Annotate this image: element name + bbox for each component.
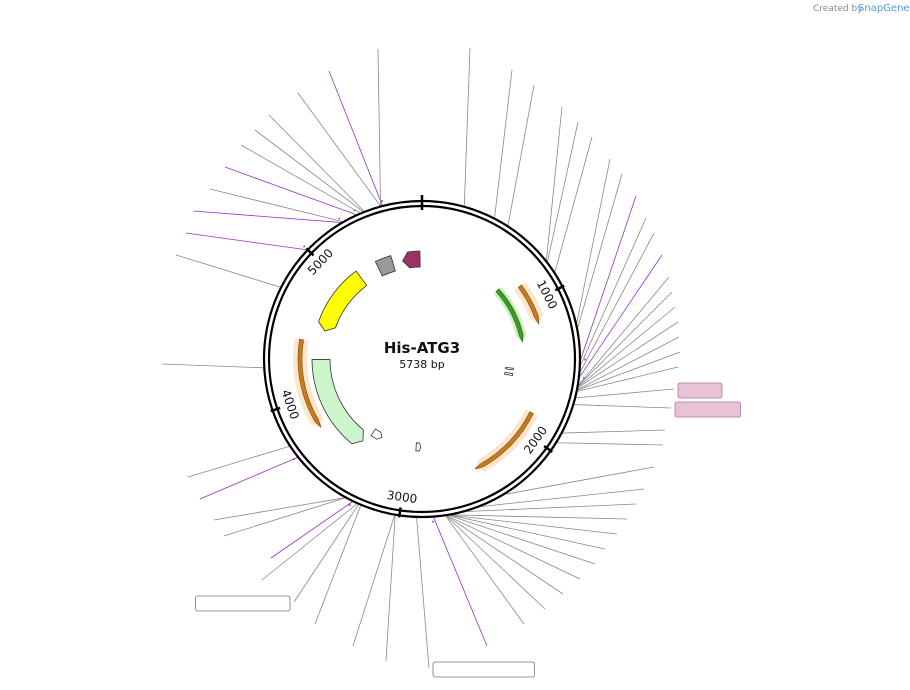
leader-line (416, 517, 430, 669)
leader-line (580, 232, 655, 372)
leader-line (554, 136, 593, 272)
site-6xhis[interactable] (677, 382, 723, 399)
leader-line (578, 291, 673, 386)
leader-line (505, 466, 655, 495)
leader-line (223, 497, 345, 537)
leader-line (580, 195, 637, 359)
leader-line (446, 515, 546, 610)
tick-mark (543, 445, 554, 453)
leader-line (580, 217, 647, 365)
feature-orange-orf-2[interactable] (474, 411, 534, 470)
leader-line (268, 114, 365, 212)
plasmid-name: His-ATG3 (384, 339, 460, 357)
leader-line (314, 505, 361, 625)
leader-line (209, 188, 343, 222)
primer-mark (292, 458, 295, 461)
leader-line (463, 47, 471, 206)
leader-line (445, 515, 525, 625)
leader-line (494, 69, 513, 218)
leader-line (579, 254, 663, 377)
feature-orange-orf-3[interactable] (297, 338, 322, 428)
feature-ori[interactable] (318, 270, 368, 332)
leader-line (328, 70, 383, 206)
site-tev-site[interactable] (674, 401, 741, 418)
leader-line (576, 158, 611, 323)
primer-mark (338, 217, 341, 220)
leader-line (377, 48, 381, 206)
credit-brand[interactable]: SnapGene (858, 3, 910, 14)
site-box (432, 661, 535, 678)
leader-line (574, 404, 672, 409)
leader-line (577, 173, 623, 328)
feature-rbs[interactable] (504, 371, 514, 377)
leader-line (161, 363, 264, 369)
leader-line (578, 306, 676, 387)
tick-mark (270, 406, 281, 413)
leader-line (449, 515, 596, 565)
feature-ampr[interactable] (311, 358, 364, 445)
leader-line (577, 336, 680, 390)
leader-line (446, 515, 564, 595)
leader-line (507, 84, 535, 226)
leader-line (557, 442, 664, 446)
leader-line (450, 514, 606, 550)
primer-mark (302, 245, 306, 248)
leader-line (192, 210, 341, 223)
leader-line (466, 503, 637, 512)
leader-line (547, 121, 579, 262)
feature-bom[interactable] (374, 255, 396, 277)
leader-line (453, 514, 628, 520)
site-t7-terminator[interactable] (432, 661, 535, 678)
leader-line (433, 517, 488, 647)
leader-line (576, 388, 675, 399)
leader-line (293, 504, 359, 603)
leader-line (240, 144, 361, 214)
leader-line (451, 514, 618, 535)
leader-line (578, 276, 670, 386)
leader-line (352, 515, 395, 647)
leader-line (261, 503, 358, 581)
feature-white-feature[interactable] (415, 442, 422, 452)
leader-line (297, 92, 381, 206)
feature-orange-orf-1[interactable] (517, 284, 540, 325)
site-tet-promoter[interactable] (195, 595, 291, 612)
leader-line (199, 457, 298, 500)
leader-line (577, 351, 681, 391)
tick-mark (305, 247, 315, 257)
feature-ampr-promoter[interactable] (370, 428, 383, 440)
leader-line (270, 501, 353, 559)
leader-line (385, 515, 396, 662)
site-box (677, 382, 723, 399)
leader-lines (161, 47, 681, 669)
leader-line (577, 366, 679, 392)
tick-label: 3000 (386, 488, 418, 506)
feature-rop[interactable] (402, 250, 421, 269)
feature-green-orf[interactable] (495, 288, 524, 343)
leader-line (224, 166, 356, 215)
primer-mark (348, 503, 351, 507)
leader-line (187, 446, 290, 478)
plasmid-size: 5738 bp (399, 358, 444, 371)
tick-mark (397, 507, 402, 518)
leader-line (213, 497, 345, 521)
leader-line (481, 488, 645, 507)
feature-t7-promoter[interactable] (505, 366, 514, 371)
site-box (195, 595, 291, 612)
feature-arrows (293, 250, 543, 472)
tick-mark (554, 284, 565, 292)
leader-line (185, 232, 307, 251)
credit-created-by: Created by (813, 4, 863, 14)
leader-line (578, 321, 679, 388)
leader-line (562, 429, 666, 434)
leader-line (175, 254, 281, 288)
site-box (674, 401, 741, 418)
site-labels (195, 382, 741, 678)
leader-line (254, 129, 364, 212)
leader-line (546, 106, 563, 261)
leader-line (447, 515, 581, 580)
